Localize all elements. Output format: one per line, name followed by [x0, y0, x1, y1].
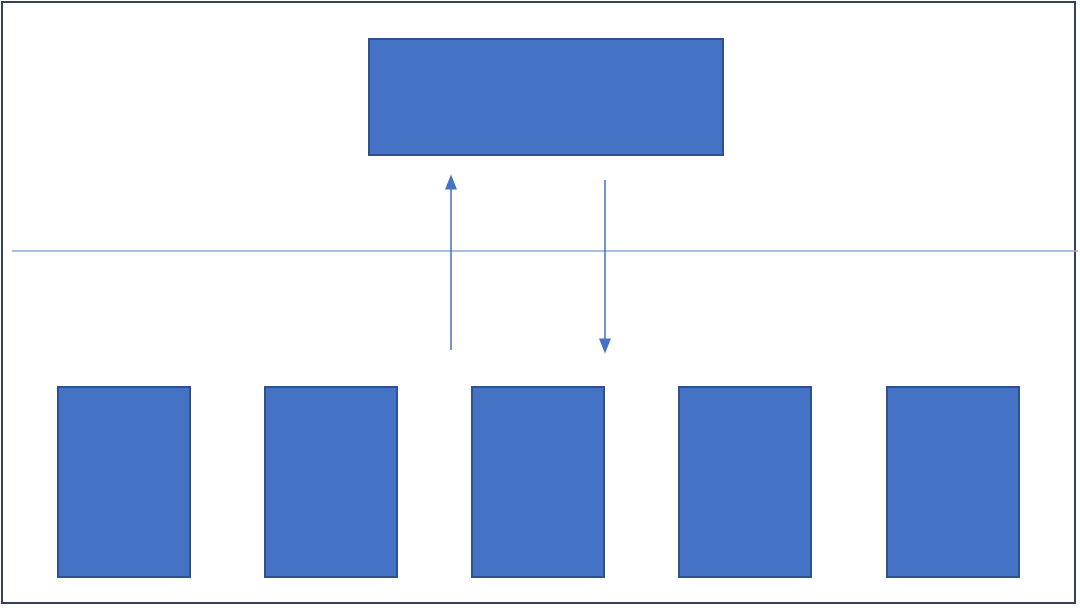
- module-box: [264, 386, 398, 578]
- module-box: [471, 386, 605, 578]
- module-box: [678, 386, 812, 578]
- module-box: [57, 386, 191, 578]
- workspace-box: [368, 38, 724, 156]
- module-box: [886, 386, 1020, 578]
